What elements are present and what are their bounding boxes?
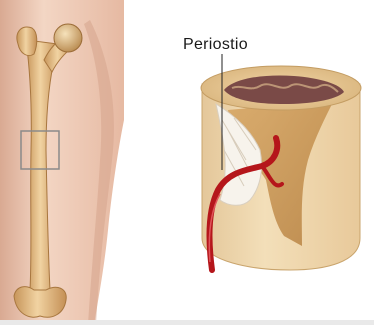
leg-svg xyxy=(0,0,124,325)
femur-head xyxy=(54,24,82,52)
bone-section-svg xyxy=(124,0,374,325)
bone-section-figure xyxy=(124,0,374,325)
periosteum-label: Periostio xyxy=(183,36,248,54)
bottom-border xyxy=(0,320,374,325)
leg-figure xyxy=(0,0,124,325)
femur-condyles xyxy=(14,287,66,318)
